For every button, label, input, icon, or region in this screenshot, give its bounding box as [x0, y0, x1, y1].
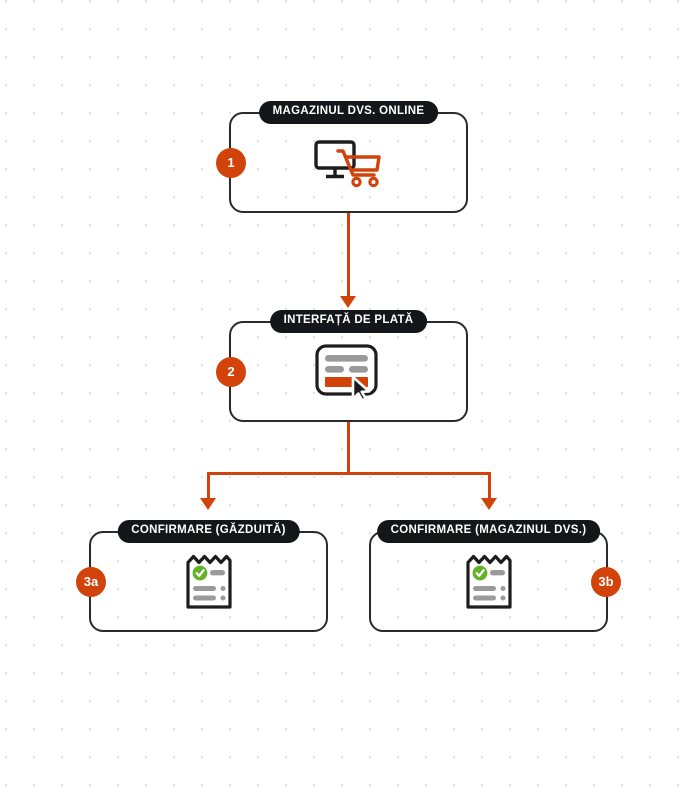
- node-gateway[interactable]: INTERFAȚĂ DE PLATĂ 2: [216, 310, 468, 422]
- connector-to-confirmation-hosted: [207, 472, 210, 500]
- node-confirmation-hosted-badge: 3a: [76, 566, 106, 597]
- receipt-check-icon: [464, 553, 514, 611]
- arrowhead-to-confirmation-hosted: [200, 498, 216, 510]
- node-confirmation-store-badge: 3b: [591, 566, 621, 597]
- monitor-cart-icon: [312, 138, 386, 188]
- connector-gateway-trunk: [347, 422, 350, 474]
- receipt-check-icon: [184, 553, 234, 611]
- node-store[interactable]: MAGAZINUL DVS. ONLINE 1: [216, 101, 468, 213]
- payment-card-cursor-icon: [314, 343, 384, 401]
- node-confirmation-hosted[interactable]: CONFIRMARE (GĂZDUITĂ) 3a: [76, 520, 328, 632]
- connector-store-to-gateway: [347, 213, 350, 298]
- connector-split-horizontal: [207, 472, 491, 475]
- arrowhead-to-confirmation-store: [481, 498, 497, 510]
- node-gateway-badge: 2: [216, 356, 246, 387]
- connector-to-confirmation-store: [488, 472, 491, 500]
- arrowhead-store-to-gateway: [340, 296, 356, 308]
- node-store-title: MAGAZINUL DVS. ONLINE: [258, 101, 439, 124]
- node-confirmation-hosted-title: CONFIRMARE (GĂZDUITĂ): [117, 520, 300, 543]
- node-gateway-title: INTERFAȚĂ DE PLATĂ: [269, 310, 428, 333]
- node-store-badge: 1: [216, 147, 246, 178]
- node-confirmation-store[interactable]: CONFIRMARE (MAGAZINUL DVS.) 3b: [369, 520, 621, 632]
- node-confirmation-store-title: CONFIRMARE (MAGAZINUL DVS.): [376, 520, 601, 543]
